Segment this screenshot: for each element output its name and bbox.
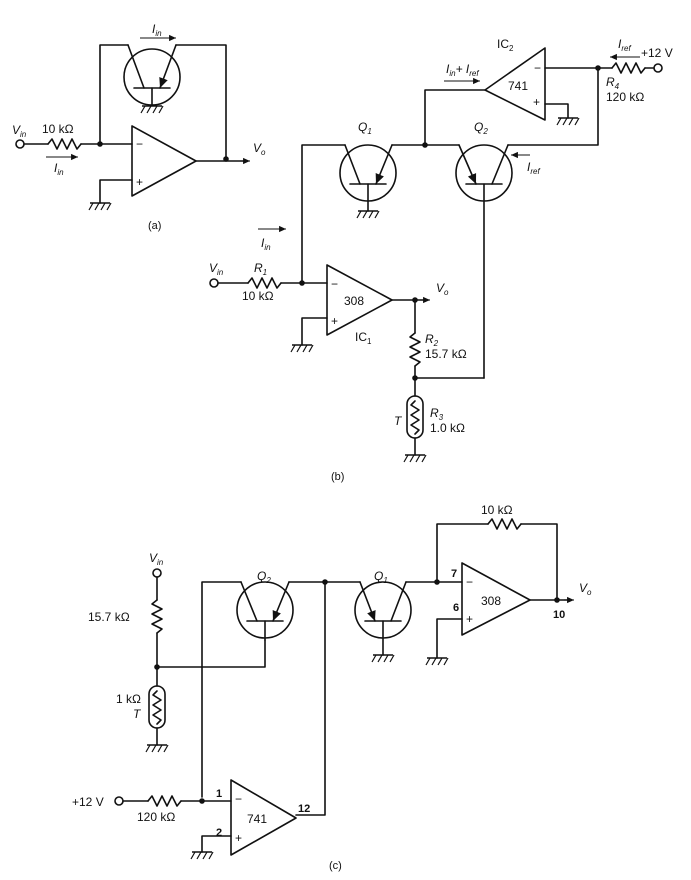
transistor-q2-b (455, 144, 513, 379)
svg-text:−: − (136, 137, 143, 151)
transistor-q2-c (236, 581, 294, 641)
feedback-value-c: 10 kΩ (481, 503, 513, 517)
vin-terminal-b (209, 278, 219, 288)
op741-part-c: 741 (247, 812, 267, 826)
supply-label-c: +12 V (72, 795, 104, 809)
diagram-a: Vin 10 kΩ Iin Iin − + Vo (a) (12, 22, 266, 232)
opamp-ic1-308-b (326, 264, 393, 336)
r-therm-value-c: 1 kΩ (116, 692, 141, 706)
pin6-c: 6 (453, 602, 459, 614)
r4-label-b: R4 (606, 75, 620, 91)
ic2-label-b: IC2 (497, 37, 514, 53)
vin-label-a: Vin (12, 123, 27, 139)
vo-label-b: Vo (436, 281, 449, 297)
diagram-b: Vin R1 10 kΩ Iin Q1 Q2 (209, 37, 673, 483)
current-label-a: Iin (54, 161, 64, 177)
transistor-q1-b (339, 144, 397, 219)
vin-terminal-c (152, 568, 162, 578)
thermistor-label-b: T (394, 414, 403, 428)
resistor-15k7-c (151, 599, 163, 634)
supply-terminal-b (653, 63, 663, 73)
pin10-c: 10 (553, 609, 565, 621)
pin7-c: 7 (451, 568, 457, 580)
caption-a: (a) (148, 220, 161, 232)
iin-label-b: Iin (261, 236, 271, 252)
resistor-10k-a (47, 138, 82, 150)
svg-text:−: − (466, 575, 473, 589)
sum-current-label-b: Iin+ Iref (446, 62, 479, 78)
thermistor-c (148, 685, 166, 729)
diagram-c: Vin 15.7 kΩ 1 kΩ T Q2 (72, 503, 592, 872)
svg-text:+: + (533, 95, 540, 109)
supply-label-b: +12 V (641, 46, 673, 60)
ic1-label-b: IC1 (355, 330, 372, 346)
iref-label-b: Iref (618, 37, 631, 53)
ic2-part-b: 741 (508, 79, 528, 93)
svg-text:+: + (235, 831, 242, 845)
resistor-r4-b (611, 62, 646, 74)
iref2-label-b: Iref (527, 160, 540, 176)
pin2-c: 2 (216, 827, 222, 839)
svg-text:+: + (136, 175, 143, 189)
resistor-feedback-c (487, 518, 522, 530)
r1-value-b: 10 kΩ (242, 289, 274, 303)
resistor-r2-b (409, 332, 421, 367)
transistor-a (123, 44, 181, 114)
q2-label-c: Q2 (257, 569, 271, 585)
junction-c4 (199, 798, 205, 804)
svg-text:−: − (331, 277, 338, 291)
r3-label-b: R3 (430, 406, 444, 422)
thermistor-label-c: T (133, 707, 142, 721)
top-current-label-a: Iin (152, 22, 162, 38)
supply-terminal-c (114, 796, 124, 806)
thermistor-r3-b (406, 395, 424, 439)
r2-value-b: 15.7 kΩ (425, 347, 467, 361)
vin-label-c: Vin (149, 551, 164, 567)
r1-label-b: R1 (254, 261, 267, 277)
resistor-label-a: 10 kΩ (42, 122, 74, 136)
caption-b: (b) (331, 471, 344, 483)
opamp-741-c (230, 779, 297, 856)
ic1-part-b: 308 (344, 294, 364, 308)
opamp-308-c (461, 562, 531, 636)
vo-label-a: Vo (253, 141, 266, 157)
vin-label-b: Vin (209, 261, 224, 277)
svg-text:+: + (331, 314, 338, 328)
pin12-c: 12 (298, 803, 310, 815)
svg-text:+: + (466, 612, 473, 626)
caption-c: (c) (329, 860, 342, 872)
vo-label-c: Vo (579, 581, 592, 597)
opamp-a (131, 125, 197, 197)
r3-value-b: 1.0 kΩ (430, 421, 465, 435)
opamp-ic2-741-b (484, 47, 546, 121)
svg-text:−: − (235, 792, 242, 806)
transistor-q1-c (354, 581, 412, 663)
r-top-value-c: 15.7 kΩ (88, 610, 130, 624)
vin-terminal-a (15, 139, 25, 149)
resistor-r1-b (247, 277, 282, 289)
r2-label-b: R2 (425, 332, 439, 348)
q1-label-b: Q1 (358, 120, 372, 136)
r-supply-value-c: 120 kΩ (137, 810, 175, 824)
svg-text:−: − (534, 61, 541, 75)
q2-label-b: Q2 (474, 120, 488, 136)
r4-value-b: 120 kΩ (606, 90, 644, 104)
resistor-120k-c (147, 795, 182, 807)
op308-part-c: 308 (481, 594, 501, 608)
q1-label-c: Q1 (374, 569, 388, 585)
pin1-c: 1 (216, 788, 222, 800)
